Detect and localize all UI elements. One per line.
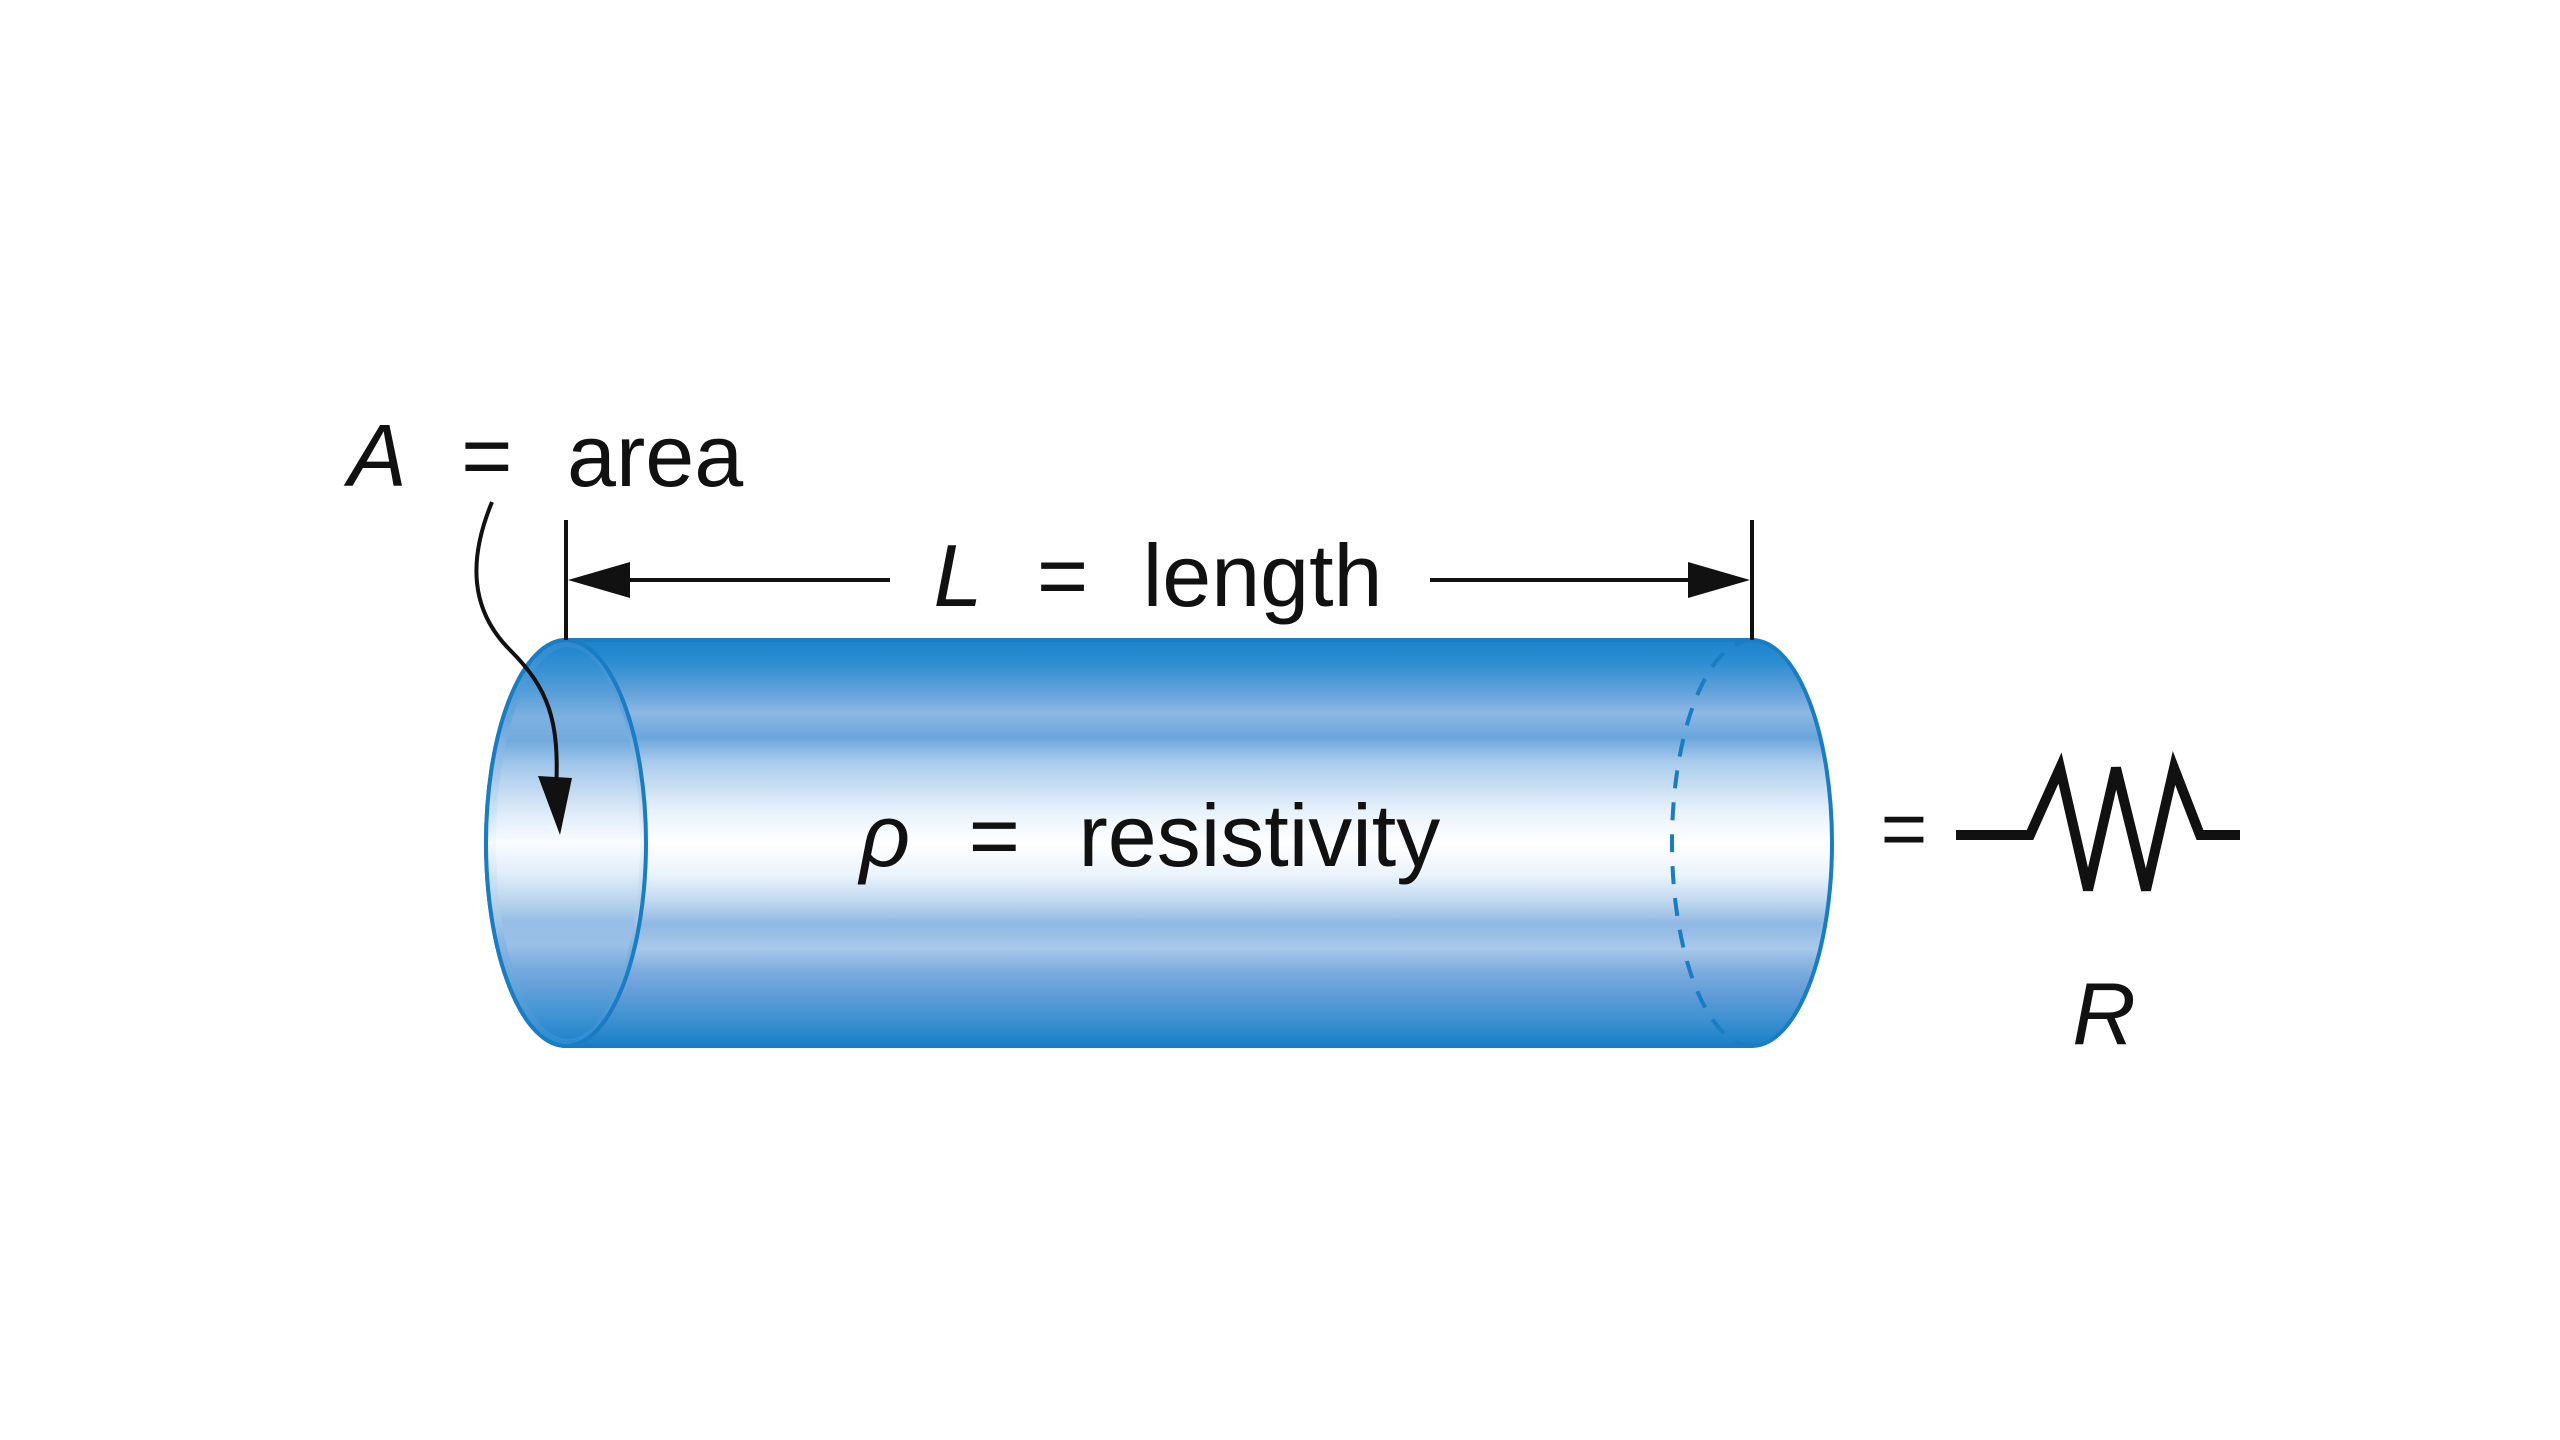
resistor-equivalent: = R	[1881, 751, 2240, 1063]
resistor-zigzag-icon	[1956, 751, 2240, 892]
length-word: length	[1143, 526, 1383, 625]
resistor-equals: =	[1881, 784, 1928, 873]
resistor-symbol: R	[2072, 964, 2136, 1063]
conductor-cylinder	[484, 638, 1834, 1048]
cylinder-body	[564, 638, 1834, 1048]
cylinder-right-hidden-edge	[1670, 638, 1753, 1048]
area-label: A = area	[343, 406, 743, 505]
area-equals: =	[461, 406, 512, 505]
cylinder-left-inner	[496, 647, 640, 1039]
length-label: L = length	[933, 526, 1382, 625]
resistivity-equals: =	[969, 786, 1020, 885]
length-left-arrowhead	[568, 562, 630, 598]
area-annotation: A = area	[343, 406, 743, 835]
resistivity-word: resistivity	[1078, 786, 1440, 885]
area-arrowhead	[538, 776, 572, 835]
length-symbol: L	[933, 526, 982, 625]
resistivity-symbol: ρ	[857, 786, 910, 885]
length-dimension: L = length	[564, 520, 1754, 640]
length-right-arrowhead	[1688, 562, 1750, 598]
area-symbol: A	[343, 406, 407, 505]
length-equals: =	[1037, 526, 1088, 625]
area-word: area	[567, 406, 743, 505]
resistivity-label: ρ = resistivity	[857, 786, 1441, 885]
area-arrow-curve	[474, 501, 559, 791]
